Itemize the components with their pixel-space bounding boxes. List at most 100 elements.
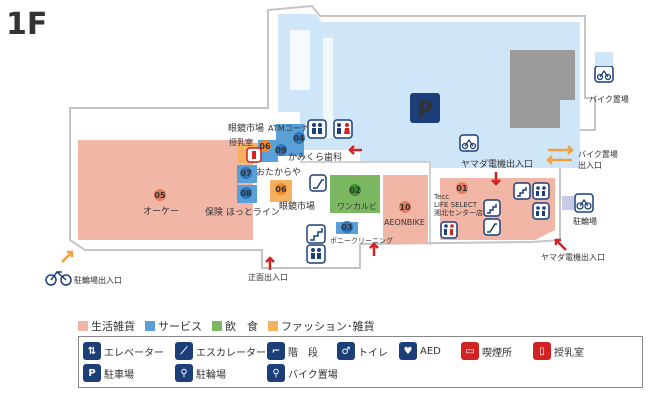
label-bike-parking-right: バイク置場 (589, 94, 629, 104)
motorbike-parking-icon[interactable] (459, 134, 479, 152)
arrow-icon (554, 238, 567, 251)
label-tecc-2: LIFE SELECT (434, 201, 478, 209)
legend-elevator: ⇅エレベーター (83, 342, 175, 360)
store-number-10 (399, 201, 411, 213)
stairs-icon[interactable] (513, 182, 531, 200)
store-number-text: 08 (240, 189, 252, 198)
legend-living: 生活雑貨 (78, 318, 135, 334)
store-number-06-bottom (275, 183, 287, 195)
store-number-text: 03 (341, 223, 352, 232)
store-number-04 (293, 132, 305, 144)
label-bicycle-entrance: 駐輪場出入口 (74, 275, 122, 285)
label-megane-bottom: 眼鏡市場 (279, 200, 315, 212)
label-otakaraya: おたからや (256, 167, 301, 178)
motorbike-parking-icon: ⚲ (267, 364, 285, 382)
toilet-icon[interactable] (333, 119, 353, 139)
smoking-room-icon: ▭ (461, 342, 479, 360)
store-number-text: 05 (154, 191, 166, 200)
escalator-icon[interactable] (483, 218, 501, 236)
label-hoken: 保険 ほっとライン (205, 206, 280, 218)
legend-label: バイク置場 (288, 369, 338, 381)
aed-icon: ♥ (399, 342, 417, 360)
legend-toilet: ♂トイレ (337, 342, 399, 360)
legend-label: ファッション･雑貨 (281, 320, 375, 333)
escalator-icon[interactable] (309, 174, 327, 192)
entrance-arrows (61, 145, 574, 270)
escalator-icon: ⟋ (175, 342, 193, 360)
elevator-icon[interactable] (306, 244, 326, 264)
parking-island (290, 30, 310, 90)
label-bike-entrance-b: 出入口 (578, 160, 602, 170)
label-megane-top: 眼鏡市場 (228, 122, 264, 134)
label-front-entrance: 正面出入口 (248, 272, 288, 282)
legend-service: サービス (145, 318, 202, 334)
label-tecc-1: Tecc (433, 193, 449, 201)
label-onekarubi: ワンカルビ (337, 202, 377, 211)
legend: 生活雑貨 サービス 飲 食 ファッション･雑貨 ⇅エレベーター ⟋エスカレーター… (78, 318, 653, 388)
label-tecc-3: 湘北センター店 (434, 208, 483, 217)
store-okay[interactable] (78, 140, 253, 240)
store-number-text: 10 (399, 203, 411, 212)
facility-icons (45, 52, 614, 286)
arrow-icon (369, 242, 379, 256)
legend-nursing: ▯授乳室 (533, 342, 605, 360)
nursing-room-icon: ▯ (533, 342, 551, 360)
elevator-icon[interactable] (532, 182, 550, 200)
legend-label: 駐車場 (104, 369, 134, 381)
bicycle-parking-icon: ⚲ (175, 364, 193, 382)
label-okay: オーケー (143, 206, 179, 217)
floor-map: 1F P 05 06 07 08 09 04 06 (6, 4, 629, 286)
motorbike-parking-icon[interactable] (594, 65, 614, 83)
gray-block (510, 50, 575, 128)
parking-sign (410, 93, 440, 123)
legend-motorbike: ⚲バイク置場 (267, 364, 359, 382)
legend-label: 生活雑貨 (91, 320, 135, 333)
legend-stairs: ⌐階 段 (267, 342, 337, 360)
bike-parking-zone (595, 52, 613, 66)
stairs-icon[interactable] (306, 224, 326, 244)
stairs-icon: ⌐ (267, 342, 285, 360)
store-number-text: 01 (456, 184, 468, 193)
legend-escalator: ⟋エスカレーター (175, 342, 267, 360)
legend-label: 駐輪場 (196, 369, 226, 381)
legend-label: 喫煙所 (482, 347, 512, 359)
toilet-icon[interactable] (440, 221, 458, 239)
arrow-icon (61, 250, 74, 263)
store-number-07 (240, 167, 252, 179)
label-atm: ATMコーナー (268, 124, 317, 133)
elevator-icon[interactable] (532, 202, 550, 220)
store-number-01 (456, 182, 468, 194)
parking-area (278, 14, 580, 168)
arrow-icon (348, 145, 362, 155)
parking-island (323, 38, 333, 138)
arrow-icon (491, 172, 501, 186)
label-yamada-lower: ヤマダ電機出入口 (541, 252, 605, 262)
label-nursing: 授乳室 (229, 137, 253, 147)
category-legend: 生活雑貨 サービス 飲 食 ファッション･雑貨 (78, 318, 653, 334)
legend-fashion: ファッション･雑貨 (268, 318, 375, 334)
legend-label: 授乳室 (554, 347, 584, 359)
arrow-icon (265, 256, 275, 270)
elevator-icon[interactable] (307, 119, 327, 139)
store-number-09 (275, 144, 287, 156)
bicycle-parking-icon[interactable] (574, 193, 594, 213)
icon-legend: ⇅エレベーター ⟋エスカレーター ⌐階 段 ♂トイレ ♥AED ▭喫煙所 ▯授乳… (78, 336, 643, 388)
label-bike-entrance-a: バイク置場 (578, 149, 618, 159)
swatch (145, 321, 155, 331)
swatch (212, 321, 222, 331)
store-number-text: 09 (275, 146, 287, 155)
store-number-text: 06 (259, 142, 271, 151)
store-number-06-top (259, 140, 271, 152)
store-number-03 (341, 221, 353, 233)
legend-label: エレベーター (104, 347, 164, 359)
legend-label: エスカレーター (196, 347, 266, 359)
legend-bicycle: ⚲駐輪場 (175, 364, 267, 382)
stairs-icon[interactable] (483, 199, 501, 217)
legend-label: 飲 食 (225, 320, 258, 333)
legend-smoking: ▭喫煙所 (461, 342, 533, 360)
store-number-text: 02 (349, 186, 360, 195)
store-number-text: 06 (275, 185, 287, 194)
label-aeonbike: AEONBIKE (384, 218, 425, 227)
